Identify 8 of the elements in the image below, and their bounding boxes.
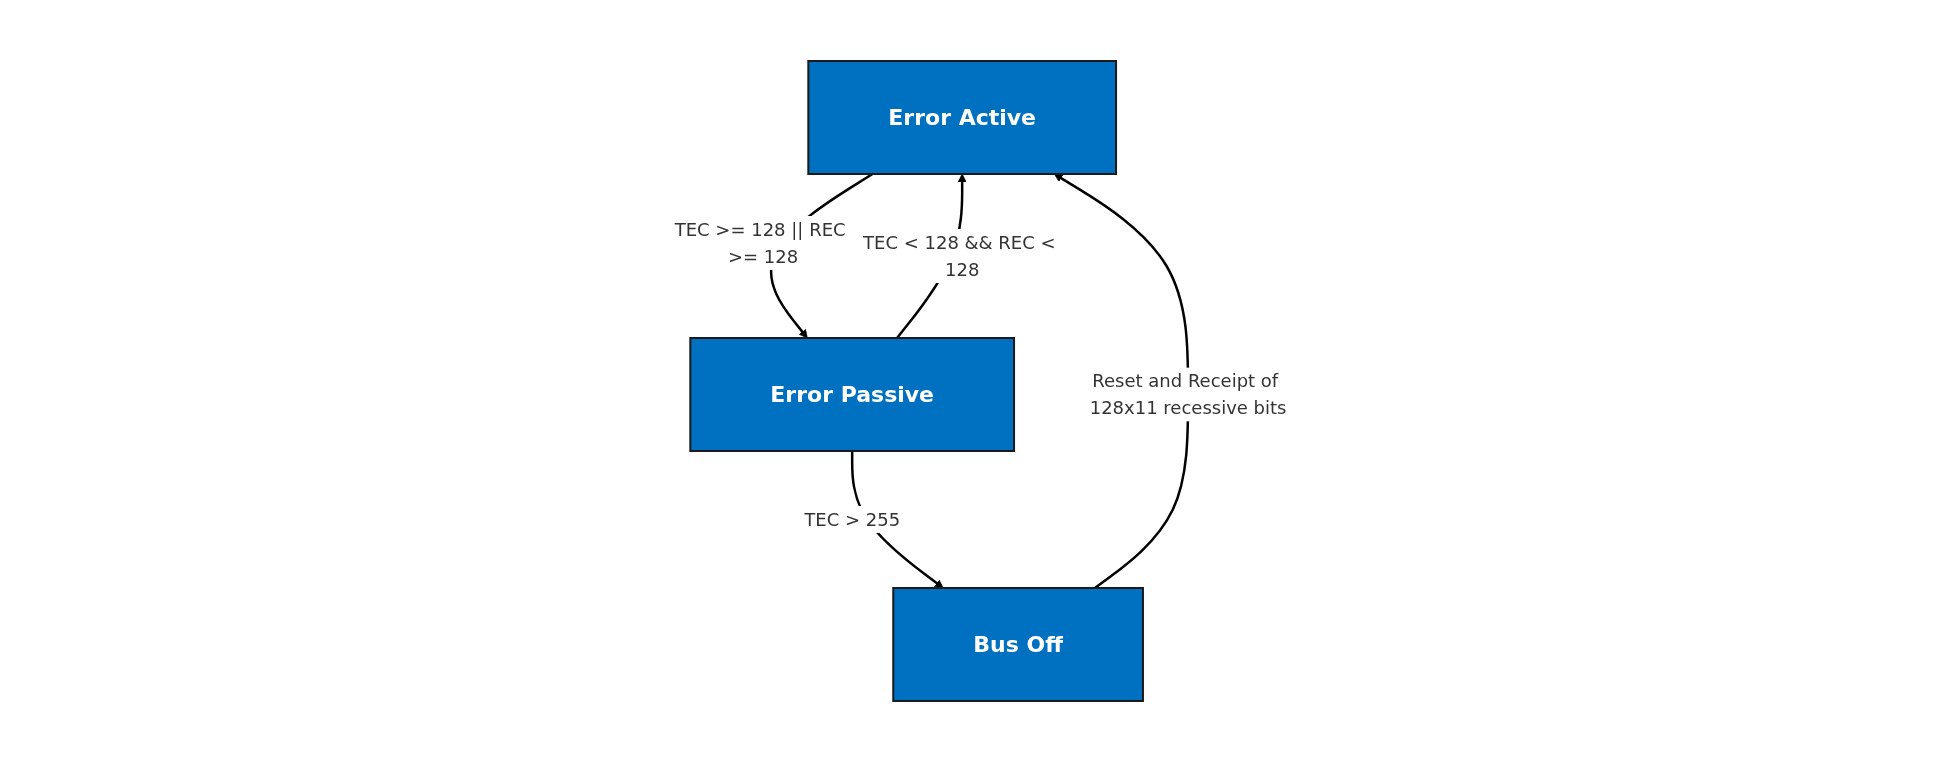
edge-label: Reset and Receipt of 128x11 recessive bits (1090, 369, 1287, 418)
node-box: Bus Off (892, 586, 1145, 702)
edge-label: TEC < 128 && REC < 128 (863, 231, 1057, 280)
node-box: Error Passive (689, 336, 1016, 452)
arrow (1054, 173, 1190, 589)
edge-label: TEC > 255 (804, 508, 901, 530)
node-box: Error Active (807, 59, 1118, 175)
edge-label: TEC >= 128 || REC >= 128 (675, 218, 847, 267)
